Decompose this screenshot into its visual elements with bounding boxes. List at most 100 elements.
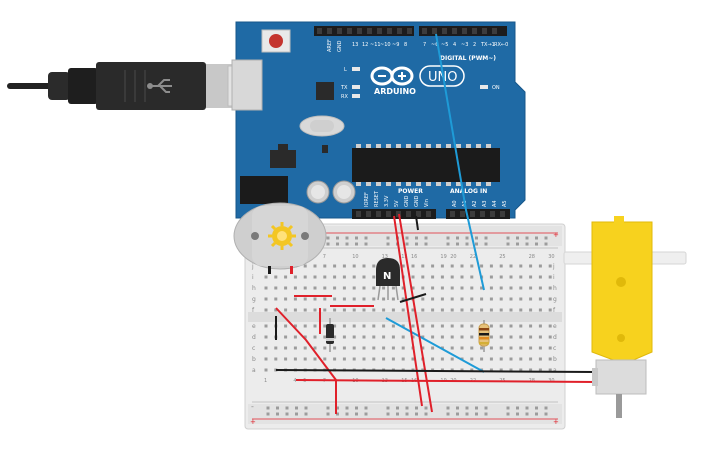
breadboard-hole[interactable] <box>519 357 523 361</box>
breadboard-hole[interactable] <box>470 368 474 372</box>
breadboard-hole[interactable] <box>499 368 503 372</box>
breadboard-hole[interactable] <box>475 242 478 246</box>
breadboard-hole[interactable] <box>382 335 386 339</box>
breadboard-hole[interactable] <box>475 406 478 410</box>
breadboard-hole[interactable] <box>548 324 552 328</box>
breadboard-hole[interactable] <box>391 324 395 328</box>
wire-red-diagonal-left[interactable] <box>275 307 337 381</box>
breadboard-hole[interactable] <box>411 335 415 339</box>
breadboard-hole[interactable] <box>538 346 542 350</box>
breadboard-hole[interactable] <box>431 357 435 361</box>
resistor[interactable] <box>478 320 490 352</box>
breadboard-hole[interactable] <box>276 412 279 416</box>
breadboard-hole[interactable] <box>470 335 474 339</box>
breadboard-hole[interactable] <box>424 412 428 416</box>
breadboard-hole[interactable] <box>285 412 289 416</box>
breadboard-hole[interactable] <box>489 286 493 290</box>
breadboard-hole[interactable] <box>421 286 425 290</box>
breadboard-hole[interactable] <box>548 297 552 301</box>
breadboard-hole[interactable] <box>450 368 454 372</box>
breadboard-hole[interactable] <box>364 412 368 416</box>
breadboard-hole[interactable] <box>293 275 297 279</box>
breadboard-hole[interactable] <box>362 275 366 279</box>
breadboard-hole[interactable] <box>470 357 474 361</box>
breadboard-hole[interactable] <box>538 264 542 268</box>
breadboard-hole[interactable] <box>450 346 454 350</box>
breadboard-hole[interactable] <box>372 357 376 361</box>
breadboard-hole[interactable] <box>431 335 435 339</box>
breadboard-hole[interactable] <box>499 324 503 328</box>
breadboard-hole[interactable] <box>440 264 444 268</box>
breadboard-hole[interactable] <box>364 236 368 240</box>
breadboard-hole[interactable] <box>386 406 390 410</box>
breadboard-hole[interactable] <box>386 412 390 416</box>
breadboard-hole[interactable] <box>313 346 317 350</box>
breadboard-hole[interactable] <box>440 335 444 339</box>
breadboard-hole[interactable] <box>499 335 503 339</box>
breadboard-hole[interactable] <box>342 308 346 312</box>
breadboard-hole[interactable] <box>480 264 484 268</box>
breadboard-hole[interactable] <box>431 264 435 268</box>
breadboard-hole[interactable] <box>509 346 513 350</box>
breadboard-hole[interactable] <box>450 275 454 279</box>
dc-motor-small[interactable] <box>233 202 327 274</box>
breadboard-hole[interactable] <box>421 324 425 328</box>
breadboard-hole[interactable] <box>372 346 376 350</box>
breadboard-hole[interactable] <box>538 286 542 290</box>
breadboard-hole[interactable] <box>386 236 390 240</box>
breadboard-hole[interactable] <box>362 264 366 268</box>
breadboard-hole[interactable] <box>401 324 405 328</box>
breadboard-hole[interactable] <box>529 286 533 290</box>
breadboard-hole[interactable] <box>336 412 339 416</box>
breadboard-hole[interactable] <box>372 275 376 279</box>
breadboard-hole[interactable] <box>506 242 510 246</box>
breadboard-hole[interactable] <box>415 242 418 246</box>
breadboard-hole[interactable] <box>411 275 415 279</box>
breadboard-hole[interactable] <box>465 412 469 416</box>
breadboard-hole[interactable] <box>489 368 493 372</box>
breadboard-hole[interactable] <box>489 275 493 279</box>
breadboard-hole[interactable] <box>446 412 450 416</box>
breadboard-hole[interactable] <box>382 346 386 350</box>
breadboard-hole[interactable] <box>548 264 552 268</box>
breadboard-hole[interactable] <box>355 242 358 246</box>
breadboard-hole[interactable] <box>489 357 493 361</box>
breadboard-hole[interactable] <box>475 412 478 416</box>
breadboard-hole[interactable] <box>362 324 366 328</box>
breadboard-hole[interactable] <box>345 412 349 416</box>
breadboard-hole[interactable] <box>421 275 425 279</box>
breadboard-hole[interactable] <box>303 346 307 350</box>
breadboard-hole[interactable] <box>284 275 288 279</box>
breadboard-hole[interactable] <box>276 406 279 410</box>
breadboard-hole[interactable] <box>456 406 459 410</box>
breadboard-hole[interactable] <box>364 242 368 246</box>
breadboard-hole[interactable] <box>519 275 523 279</box>
breadboard-hole[interactable] <box>509 264 513 268</box>
breadboard-hole[interactable] <box>345 242 349 246</box>
breadboard-hole[interactable] <box>440 324 444 328</box>
transistor[interactable]: N <box>376 258 400 301</box>
breadboard-hole[interactable] <box>525 242 529 246</box>
breadboard-hole[interactable] <box>372 286 376 290</box>
breadboard-hole[interactable] <box>446 242 450 246</box>
breadboard-hole[interactable] <box>333 286 337 290</box>
breadboard-hole[interactable] <box>295 412 298 416</box>
breadboard-hole[interactable] <box>396 412 399 416</box>
breadboard-hole[interactable] <box>336 406 339 410</box>
breadboard-hole[interactable] <box>372 335 376 339</box>
gear-motor-yellow[interactable] <box>563 216 687 418</box>
breadboard-hole[interactable] <box>333 335 337 339</box>
breadboard-hole[interactable] <box>548 275 552 279</box>
breadboard-hole[interactable] <box>382 297 386 301</box>
breadboard-hole[interactable] <box>499 286 503 290</box>
breadboard-hole[interactable] <box>548 335 552 339</box>
breadboard-hole[interactable] <box>352 297 356 301</box>
breadboard-hole[interactable] <box>401 346 405 350</box>
breadboard-hole[interactable] <box>313 357 317 361</box>
breadboard-hole[interactable] <box>460 335 464 339</box>
breadboard-hole[interactable] <box>529 335 533 339</box>
breadboard-hole[interactable] <box>529 308 533 312</box>
breadboard-hole[interactable] <box>440 357 444 361</box>
breadboard-hole[interactable] <box>548 357 552 361</box>
breadboard-hole[interactable] <box>538 297 542 301</box>
